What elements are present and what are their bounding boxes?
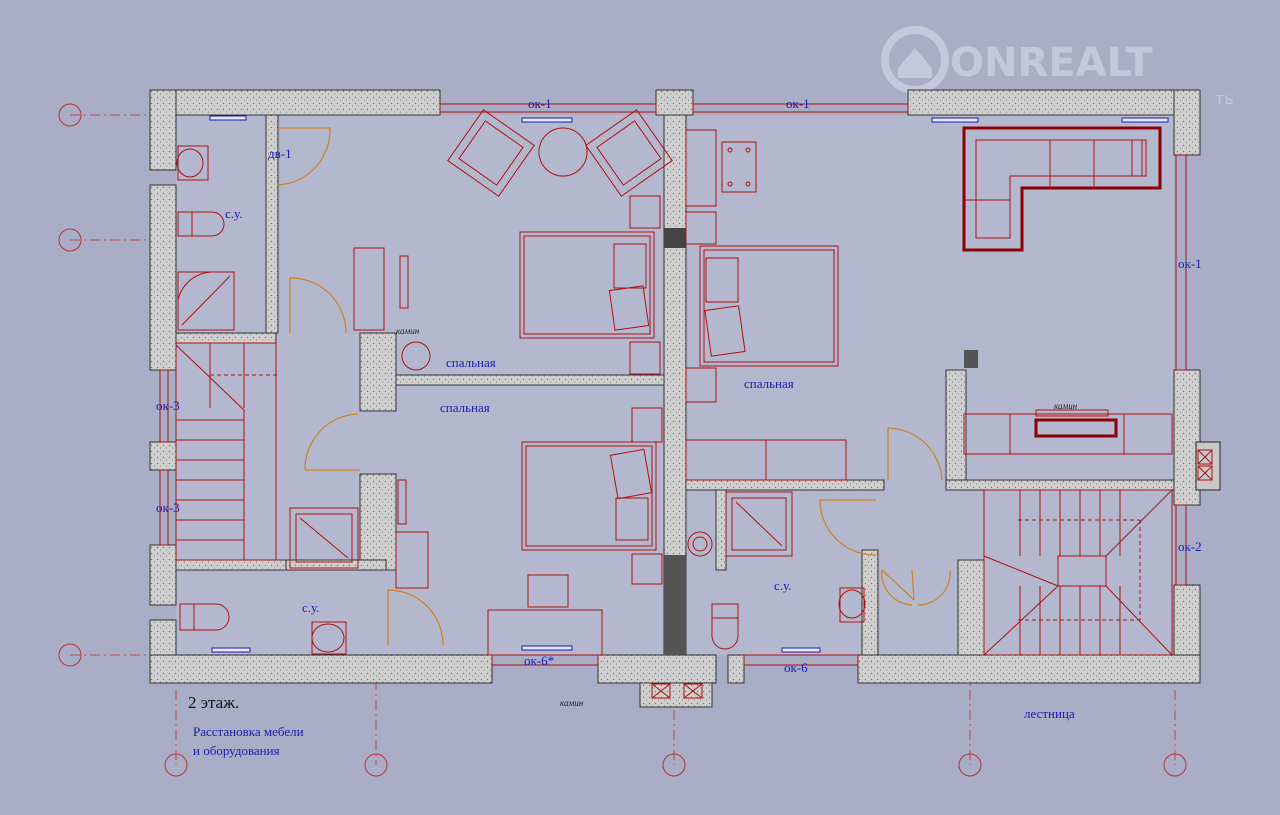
label-fireplace-2: камин [1054,401,1078,411]
label-window-1b: ок-1 [786,96,810,111]
bathroom-top-fixtures [176,145,235,331]
left-staircase [175,342,278,561]
label-window-6a: ок-6* [524,653,554,668]
label-window-2: ок-2 [1178,539,1202,554]
label-bath-2: с.у. [302,600,319,615]
label-window-3a: ок-3 [156,398,180,413]
sofa [962,126,1173,455]
label-window-6b: ок-6 [784,660,808,675]
label-door-1: дв-1 [268,146,292,161]
windows [159,103,1187,666]
bedroom-bottom-furniture [395,407,663,656]
plan-note-line2: и оборудования [193,743,280,758]
chimneys [651,441,1221,699]
columns [664,228,978,655]
doors [277,127,951,646]
bedroom-middle-furniture [685,129,847,481]
label-bedroom-3: спальная [744,376,794,391]
watermark-brand: ONREALT [950,40,1153,86]
label-stairs: лестница [1024,706,1075,721]
label-window-1c: ок-1 [1178,256,1202,271]
label-bedroom-1: спальная [446,355,496,370]
watermark-suffix: ть [1215,89,1234,108]
label-bath-1: с.у. [225,206,242,221]
plan-note-line1: Расстановка мебели [193,724,304,739]
label-fireplace-1: камин [396,326,420,336]
label-window-1a: ок-1 [528,96,552,111]
label-window-3b: ок-3 [156,500,180,515]
bathroom-right-fixtures [687,491,866,650]
label-bedroom-2: спальная [440,400,490,415]
plan-labels: ок-1 ок-1 ок-1 ок-2 ок-3 ок-3 ок-6* ок-6… [156,96,1202,758]
plan-title: 2 этаж. [188,693,239,712]
label-fireplace-3: камин [560,698,584,708]
bedroom-top-furniture [353,109,673,375]
window-sills [209,115,1169,653]
right-staircase [983,489,1173,656]
label-bath-3: с.у. [774,578,791,593]
axis-bubbles [58,103,1187,777]
bathroom-bottom-fixtures [179,507,359,655]
walls [149,89,1201,708]
